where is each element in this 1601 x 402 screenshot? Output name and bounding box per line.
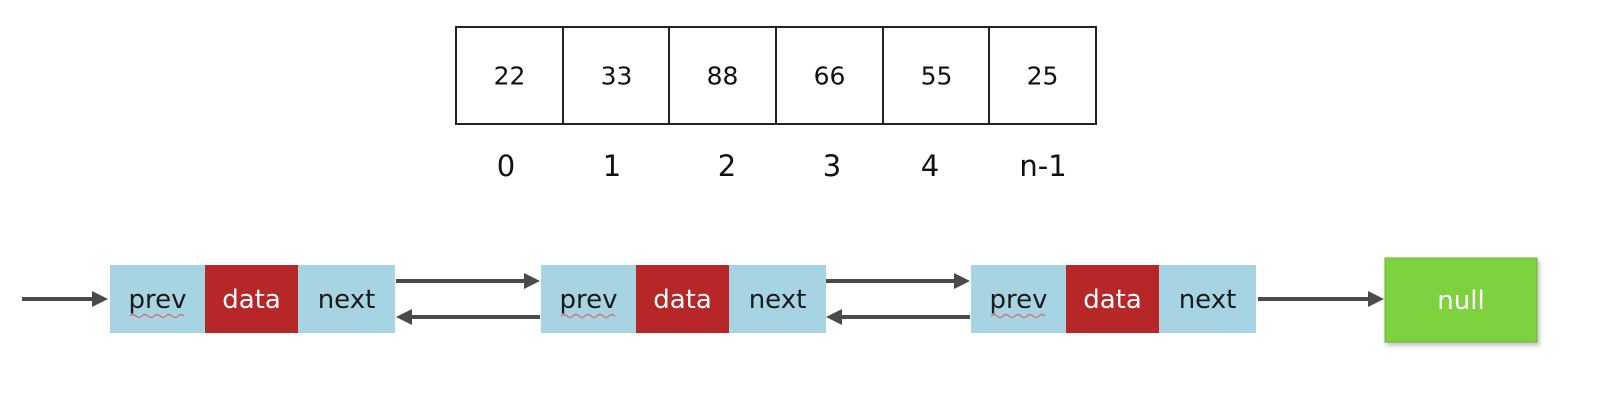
list-node: prev data next xyxy=(541,265,826,333)
node-prev-label: prev xyxy=(989,285,1047,315)
node-data-cell xyxy=(1066,265,1159,333)
array-index-label: 4 xyxy=(921,149,939,183)
node-next-cell xyxy=(298,265,395,333)
node-next-cell xyxy=(1159,265,1256,333)
node-next-cell xyxy=(729,265,826,333)
array-cell: 22 xyxy=(455,26,564,125)
node-data-label: data xyxy=(222,285,281,315)
array-cell-box xyxy=(882,26,991,125)
prev-pointer-arrow xyxy=(396,309,540,325)
array-cell-value: 55 xyxy=(921,62,953,91)
node-prev-cell xyxy=(541,265,636,333)
array-cell: 66 xyxy=(775,26,884,125)
array-cell-value: 88 xyxy=(707,62,739,91)
array-cell-box xyxy=(455,26,564,125)
array-cell-box xyxy=(562,26,671,125)
list-node: prev data next xyxy=(110,265,395,333)
array-cell: 55 xyxy=(882,26,991,125)
node-prev-label: prev xyxy=(559,285,617,315)
array: 22 33 88 66 55 25 xyxy=(455,26,1097,125)
node-prev-cell xyxy=(971,265,1066,333)
array-index-label: 2 xyxy=(718,149,736,183)
array-cell: 88 xyxy=(668,26,777,125)
array-cell: 33 xyxy=(562,26,671,125)
node-next-label: next xyxy=(749,285,807,315)
node-data-cell xyxy=(636,265,729,333)
array-cell-box xyxy=(668,26,777,125)
array-cell-value: 33 xyxy=(601,62,633,91)
spellcheck-underline xyxy=(560,313,616,319)
node-prev-label: prev xyxy=(128,285,186,315)
array-cell-value: 25 xyxy=(1027,62,1059,91)
array-cell: 25 xyxy=(988,26,1097,125)
node-next-label: next xyxy=(1179,285,1237,315)
node-prev-cell xyxy=(110,265,205,333)
node-data-cell xyxy=(205,265,298,333)
node-next-label: next xyxy=(318,285,376,315)
null-box xyxy=(1384,257,1538,343)
doubly-linked-list: prev data next prev data next prev data next null xyxy=(110,257,1538,343)
spellcheck-underline xyxy=(990,313,1046,319)
list-node: prev data next xyxy=(971,265,1256,333)
null-pointer-arrow xyxy=(1258,291,1384,307)
null-node: null xyxy=(1384,257,1538,343)
array-index-label: 3 xyxy=(823,149,841,183)
array-index-label: 0 xyxy=(497,149,515,183)
array-indices: 0 1 2 3 4 n-1 xyxy=(497,149,1067,183)
head-pointer-arrow xyxy=(22,291,108,307)
node-data-label: data xyxy=(1083,285,1142,315)
array-cell-value: 22 xyxy=(494,62,526,91)
null-label: null xyxy=(1437,286,1484,316)
spellcheck-underline xyxy=(129,313,185,319)
array-index-label: n-1 xyxy=(1019,149,1066,183)
node-data-label: data xyxy=(653,285,712,315)
pointer-arrows xyxy=(22,273,1384,325)
array-cell-value: 66 xyxy=(814,62,846,91)
array-index-label: 1 xyxy=(603,149,621,183)
array-cell-box xyxy=(988,26,1097,125)
next-pointer-arrow xyxy=(826,273,970,289)
prev-pointer-arrow xyxy=(826,309,970,325)
next-pointer-arrow xyxy=(396,273,540,289)
